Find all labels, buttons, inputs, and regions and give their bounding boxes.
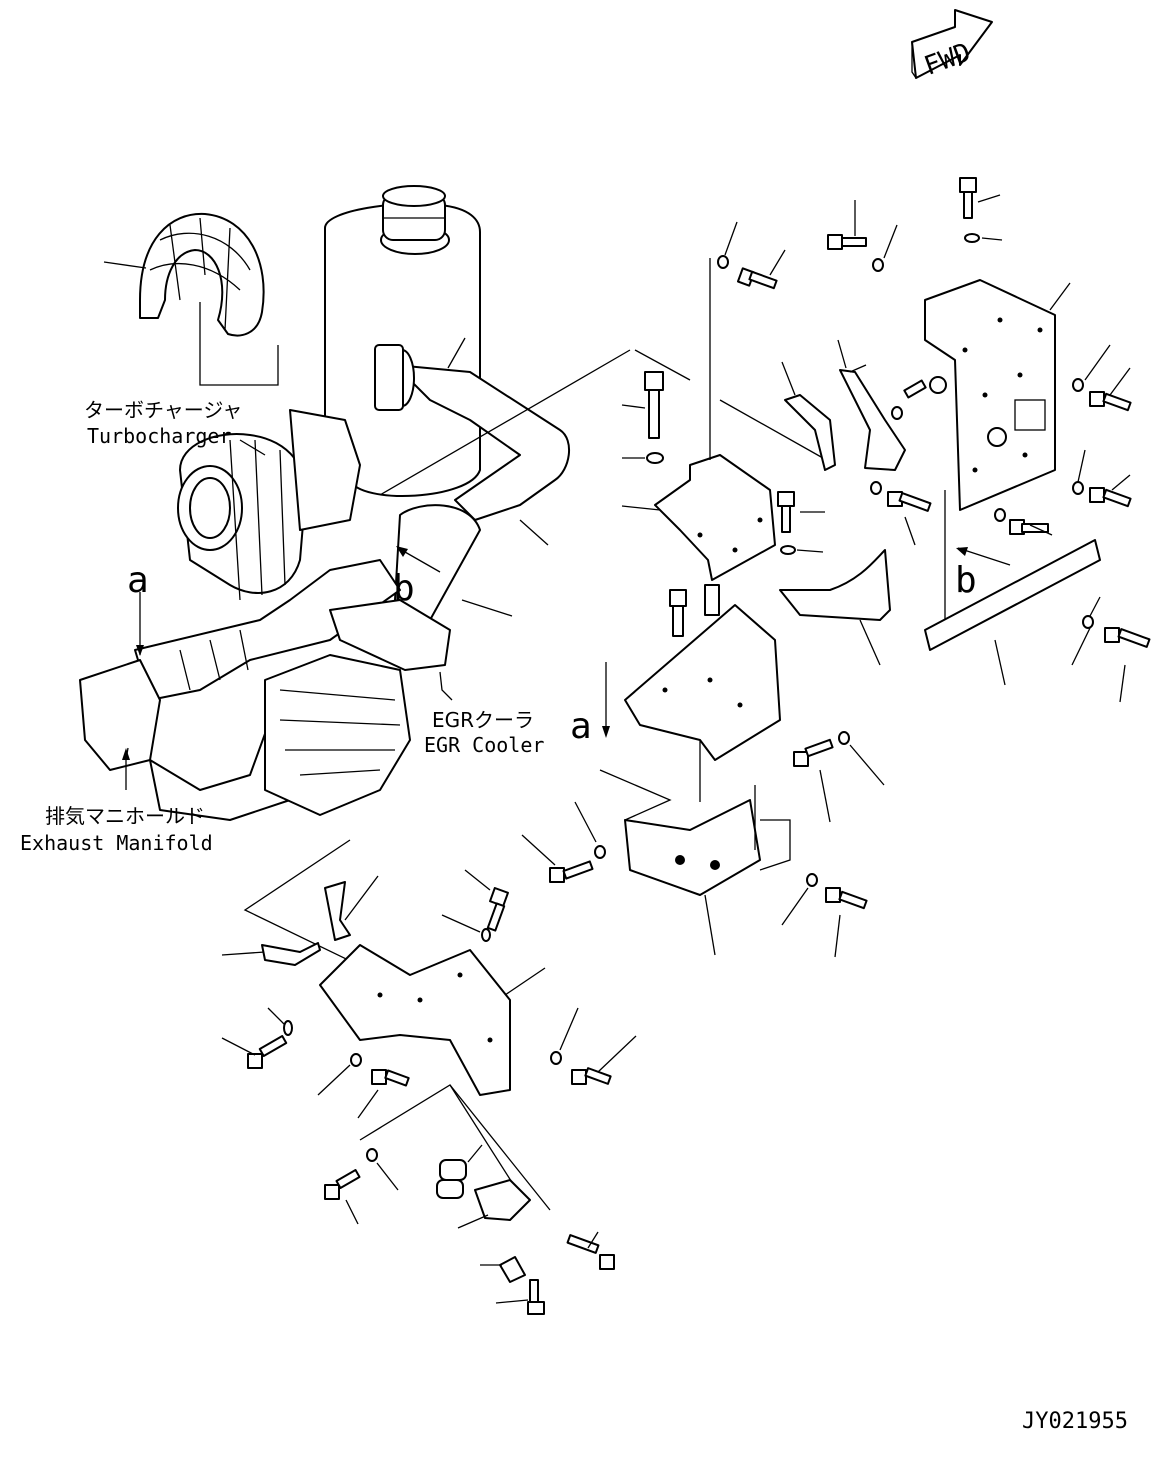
bolt (566, 1234, 615, 1270)
egr-cooler (264, 599, 453, 816)
bolt (549, 860, 594, 883)
bolt (1009, 519, 1049, 535)
bolt (825, 887, 868, 910)
leader-lines (221, 194, 1131, 1304)
bolt (736, 267, 778, 290)
lower-mid-bracket (599, 769, 791, 956)
long-bolt (621, 371, 664, 464)
right-support-bar (924, 539, 1101, 686)
egr-cooler-jp-label: EGRクーラ (432, 708, 534, 732)
upper-center-bracket (379, 258, 831, 581)
bolt (1104, 627, 1151, 648)
bolt (486, 887, 509, 932)
lower-left-bracket (221, 875, 551, 1211)
small-bent-brackets (781, 339, 906, 471)
exhaust-manifold-en-label: Exhaust Manifold (20, 831, 213, 855)
intake-pipe (374, 337, 571, 630)
right-mounting-plate (924, 279, 1071, 625)
bolt (903, 376, 947, 399)
bolt (777, 491, 795, 533)
bolt (527, 1279, 545, 1315)
bolt (827, 234, 867, 250)
turbocharger-jp-label: ターボチャージャ (84, 398, 242, 422)
turbocharger (177, 409, 361, 601)
turbocharger-en-label: Turbocharger (87, 424, 232, 448)
bolt (1089, 391, 1132, 412)
bolt (571, 1067, 612, 1085)
view-b-right-label: b (955, 560, 977, 601)
bolt (324, 1169, 361, 1200)
mid-bracket-plate (624, 584, 781, 802)
egr-cooler-en-label: EGR Cooler (424, 733, 544, 757)
bolt (1089, 487, 1132, 508)
bolt (371, 1069, 410, 1087)
bolt (793, 738, 834, 767)
drawing-number: JY021955 (1022, 1409, 1128, 1434)
view-a-right-label: a (570, 706, 592, 747)
exhaust-manifold-jp-label: 排気マニホールド (45, 804, 205, 828)
view-a-left-label: a (127, 560, 149, 601)
view-arrows (396, 546, 1011, 738)
fwd-arrow-icon: FWD (911, 9, 993, 82)
bolt (247, 1035, 288, 1069)
bolt (959, 177, 977, 219)
view-b-center-label: b (393, 568, 415, 609)
washers (283, 233, 1094, 1162)
bolts (247, 177, 1151, 1315)
bottom-clamp-parts (436, 1159, 531, 1283)
bolt (887, 491, 932, 512)
turbo-heat-shield (103, 212, 279, 386)
curved-bracket (779, 549, 891, 666)
